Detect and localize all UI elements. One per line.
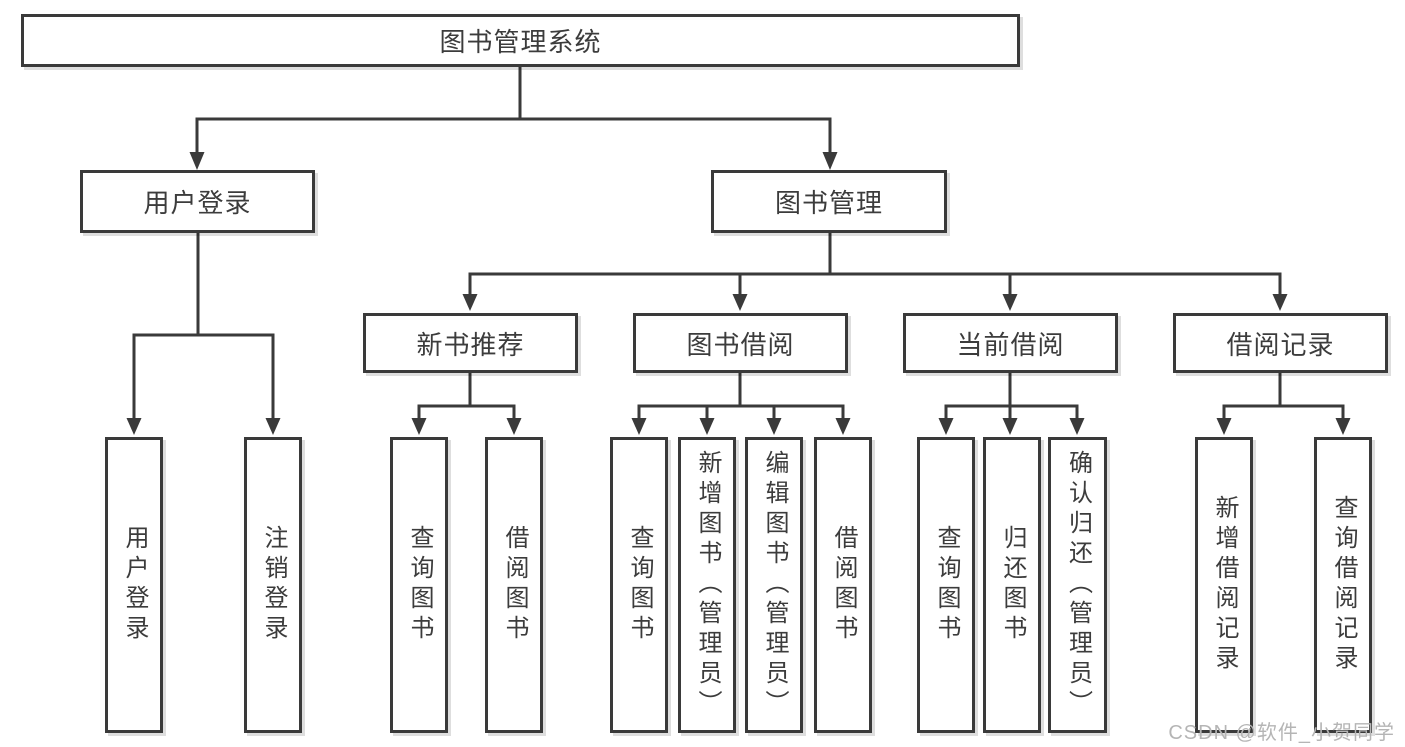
leaf-query-book-current: 查询图书: [917, 437, 975, 733]
leaf-edit-book-admin: 编辑图书（管理员）: [745, 437, 803, 733]
leaf-user-login: 用户登录: [105, 437, 163, 733]
edge-current-borrow-to-leaves: [938, 373, 1085, 435]
leaf-add-borrow-record: 新增借阅记录: [1195, 437, 1253, 733]
leaf-borrow-book-recommend: 借阅图书: [485, 437, 543, 733]
leaf-borrow-book: 借阅图书: [814, 437, 872, 733]
node-book-borrowing: 图书借阅: [633, 313, 848, 373]
leaf-logout: 注销登录: [244, 437, 302, 733]
leaf-add-book-admin: 新增图书（管理员）: [678, 437, 736, 733]
edge-borrow-records-to-leaves: [1216, 373, 1351, 435]
edge-user-login-to-leaves: [126, 233, 281, 435]
leaf-query-borrow-record: 查询借阅记录: [1314, 437, 1372, 733]
leaf-query-book-borrow: 查询图书: [610, 437, 668, 733]
node-user-login: 用户登录: [80, 170, 315, 233]
node-current-borrowing: 当前借阅: [903, 313, 1118, 373]
edge-new-book-to-leaves: [411, 373, 522, 435]
leaf-return-book: 归还图书: [983, 437, 1041, 733]
edge-book-borrow-to-leaves: [631, 373, 851, 435]
node-borrowing-records: 借阅记录: [1173, 313, 1388, 373]
node-book-management: 图书管理: [711, 170, 947, 233]
edge-book-management-to-sections: [462, 233, 1288, 311]
node-new-book-recommendation: 新书推荐: [363, 313, 578, 373]
csdn-watermark: CSDN @软件_小贺同学: [1168, 722, 1395, 744]
leaf-query-book-recommend: 查询图书: [390, 437, 448, 733]
edge-root-to-level2: [189, 67, 838, 170]
node-library-management-system: 图书管理系统: [21, 14, 1020, 67]
leaf-confirm-return-admin: 确认归还（管理员）: [1048, 437, 1107, 733]
